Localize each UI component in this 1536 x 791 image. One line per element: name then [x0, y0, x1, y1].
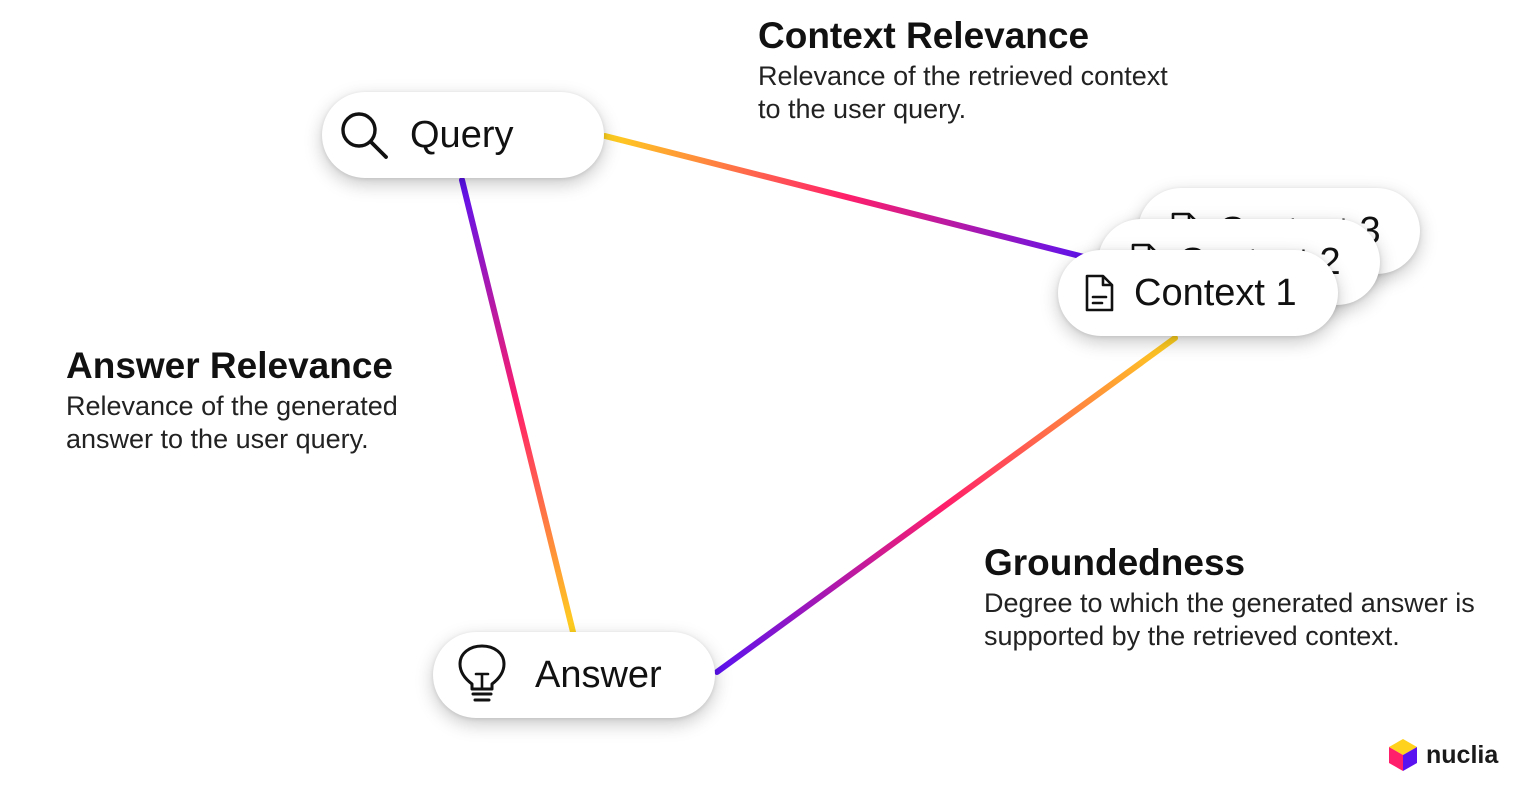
answer-node[interactable]: Answer: [433, 632, 715, 718]
brand-logo: nuclia: [1386, 737, 1498, 773]
query-node[interactable]: Query: [322, 92, 604, 178]
edge-answer-relevance: [459, 177, 576, 635]
context-node-1[interactable]: Context 1: [1058, 250, 1338, 336]
cube-logo-icon: [1389, 739, 1417, 771]
answer-relevance-description: Relevance of the generated answer to the…: [66, 391, 398, 454]
answer-relevance-annotation: Answer Relevance Relevance of the genera…: [66, 346, 446, 456]
context-node-1-label: Context 1: [1134, 271, 1297, 314]
answer-relevance-title: Answer Relevance: [66, 345, 394, 386]
edge-context-relevance: [602, 133, 1091, 261]
search-icon: [341, 112, 388, 159]
context-relevance-description: Relevance of the retrieved context to th…: [758, 61, 1168, 124]
context-relevance-title: Context Relevance: [758, 15, 1090, 56]
document-icon: [1085, 274, 1114, 312]
brand-name: nuclia: [1426, 740, 1499, 769]
context-relevance-annotation: Context Relevance Relevance of the retri…: [758, 16, 1178, 126]
groundedness-annotation: Groundedness Degree to which the generat…: [984, 543, 1504, 653]
groundedness-description: Degree to which the generated answer is …: [984, 588, 1475, 651]
lightbulb-icon: [458, 644, 506, 702]
edge-groundedness: [714, 335, 1178, 675]
groundedness-title: Groundedness: [984, 542, 1246, 583]
answer-node-label: Answer: [535, 653, 662, 696]
query-node-label: Query: [410, 113, 514, 156]
